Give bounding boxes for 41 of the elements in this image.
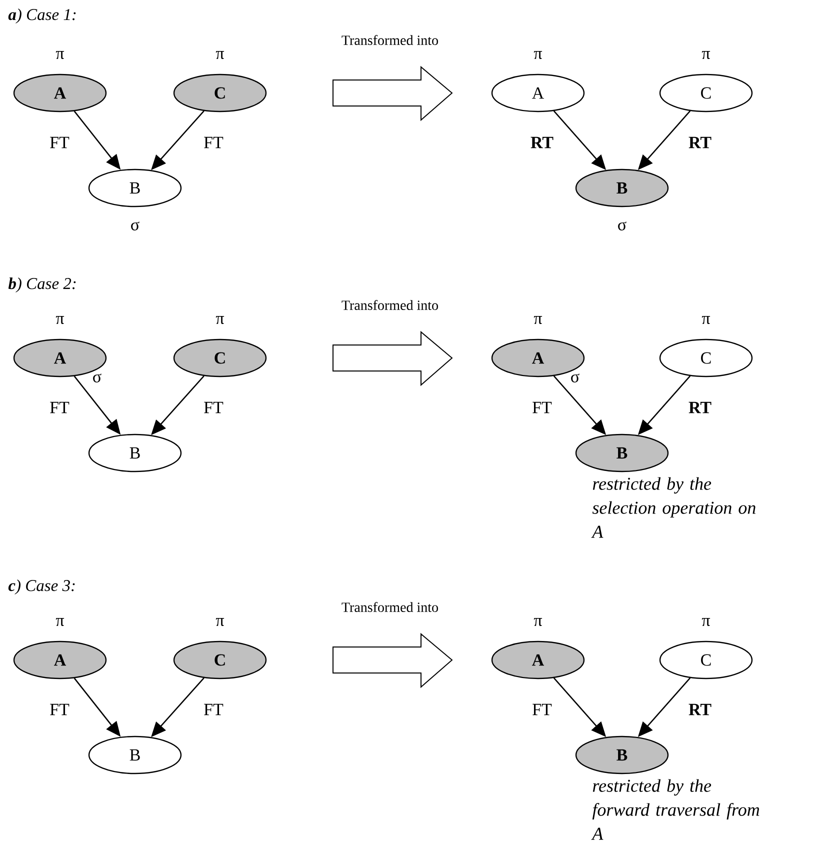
edge-label: FT — [50, 402, 70, 414]
transform-label: Transformed into — [342, 602, 438, 612]
pi-label: π — [702, 51, 710, 59]
note-text: restricted by the forward traversal from A — [591, 779, 760, 840]
pi-label: π — [56, 51, 64, 59]
ellipse-node: B — [88, 736, 182, 774]
ellipse-node: A — [491, 74, 585, 112]
edge-label: FT — [204, 704, 224, 716]
sigma-label: σ — [618, 222, 626, 230]
edge-label: FT — [204, 136, 224, 148]
case-title: a) Case 1: — [8, 8, 76, 24]
case-title: b) Case 2: — [8, 278, 76, 292]
edge-label: FT — [50, 136, 70, 148]
pi-label: π — [702, 316, 710, 324]
pi-label: π — [56, 618, 64, 626]
ellipse-node: C — [659, 338, 753, 378]
pi-label: π — [534, 618, 542, 626]
pi-label: π — [216, 316, 224, 324]
note-text: restricted by the selection operation on A — [591, 477, 756, 538]
pi-label: π — [216, 618, 224, 626]
edge-label: FT — [50, 704, 70, 716]
ellipse-node: C — [659, 640, 753, 680]
edge-label: RT — [688, 136, 712, 148]
edge-label: RT — [688, 704, 712, 716]
edge-label: FT — [204, 402, 224, 414]
pi-label: π — [56, 316, 64, 324]
transform-label: Transformed into — [342, 300, 438, 310]
ellipse-node: B — [88, 434, 182, 472]
pi-label: π — [216, 51, 224, 59]
transform-label: Transformed into — [342, 35, 438, 45]
ellipse-node: C — [659, 74, 753, 112]
edge-label: FT — [532, 704, 552, 716]
edge-label: FT — [532, 402, 552, 414]
pi-label: π — [534, 316, 542, 324]
ellipse-node: B — [88, 168, 182, 208]
edge-label: RT — [530, 136, 554, 148]
edge-label: RT — [688, 402, 712, 414]
case-title: c) Case 3: — [8, 580, 75, 594]
sigma-label: σ — [131, 222, 140, 230]
pi-label: π — [534, 51, 542, 59]
pi-label: π — [702, 618, 710, 626]
